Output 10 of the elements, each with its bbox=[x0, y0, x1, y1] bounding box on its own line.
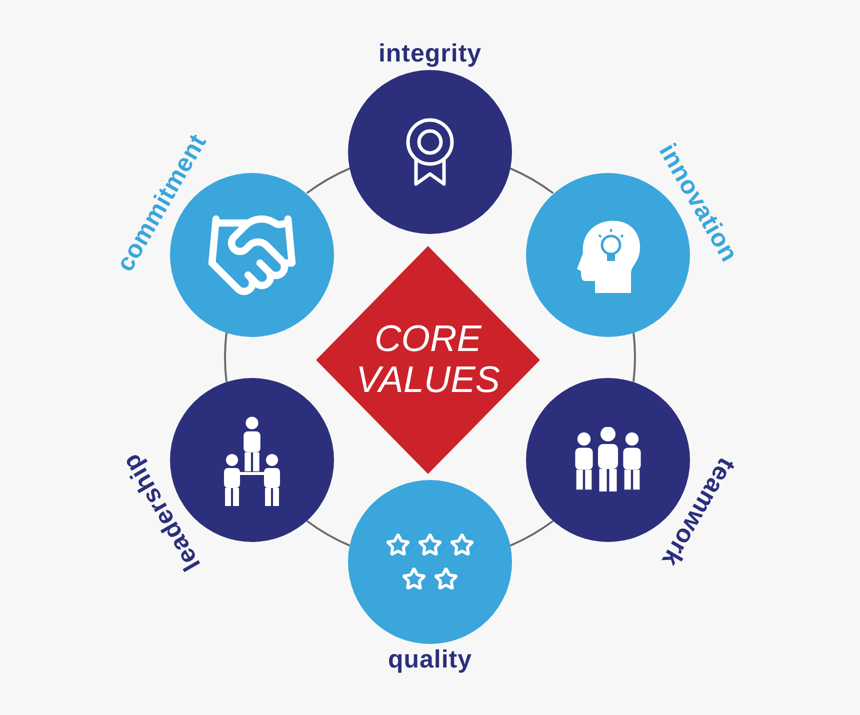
value-label: quality bbox=[388, 648, 472, 672]
ring-connector bbox=[306, 520, 350, 546]
ring-connector bbox=[510, 520, 554, 546]
ring-connector bbox=[224, 332, 228, 382]
value-label: integrity bbox=[378, 42, 482, 66]
ring-connector bbox=[306, 168, 350, 194]
ring-connector bbox=[510, 168, 554, 194]
core-diamond bbox=[316, 246, 540, 474]
ring-connector bbox=[632, 332, 636, 382]
core-title: CORE VALUES bbox=[355, 319, 501, 401]
